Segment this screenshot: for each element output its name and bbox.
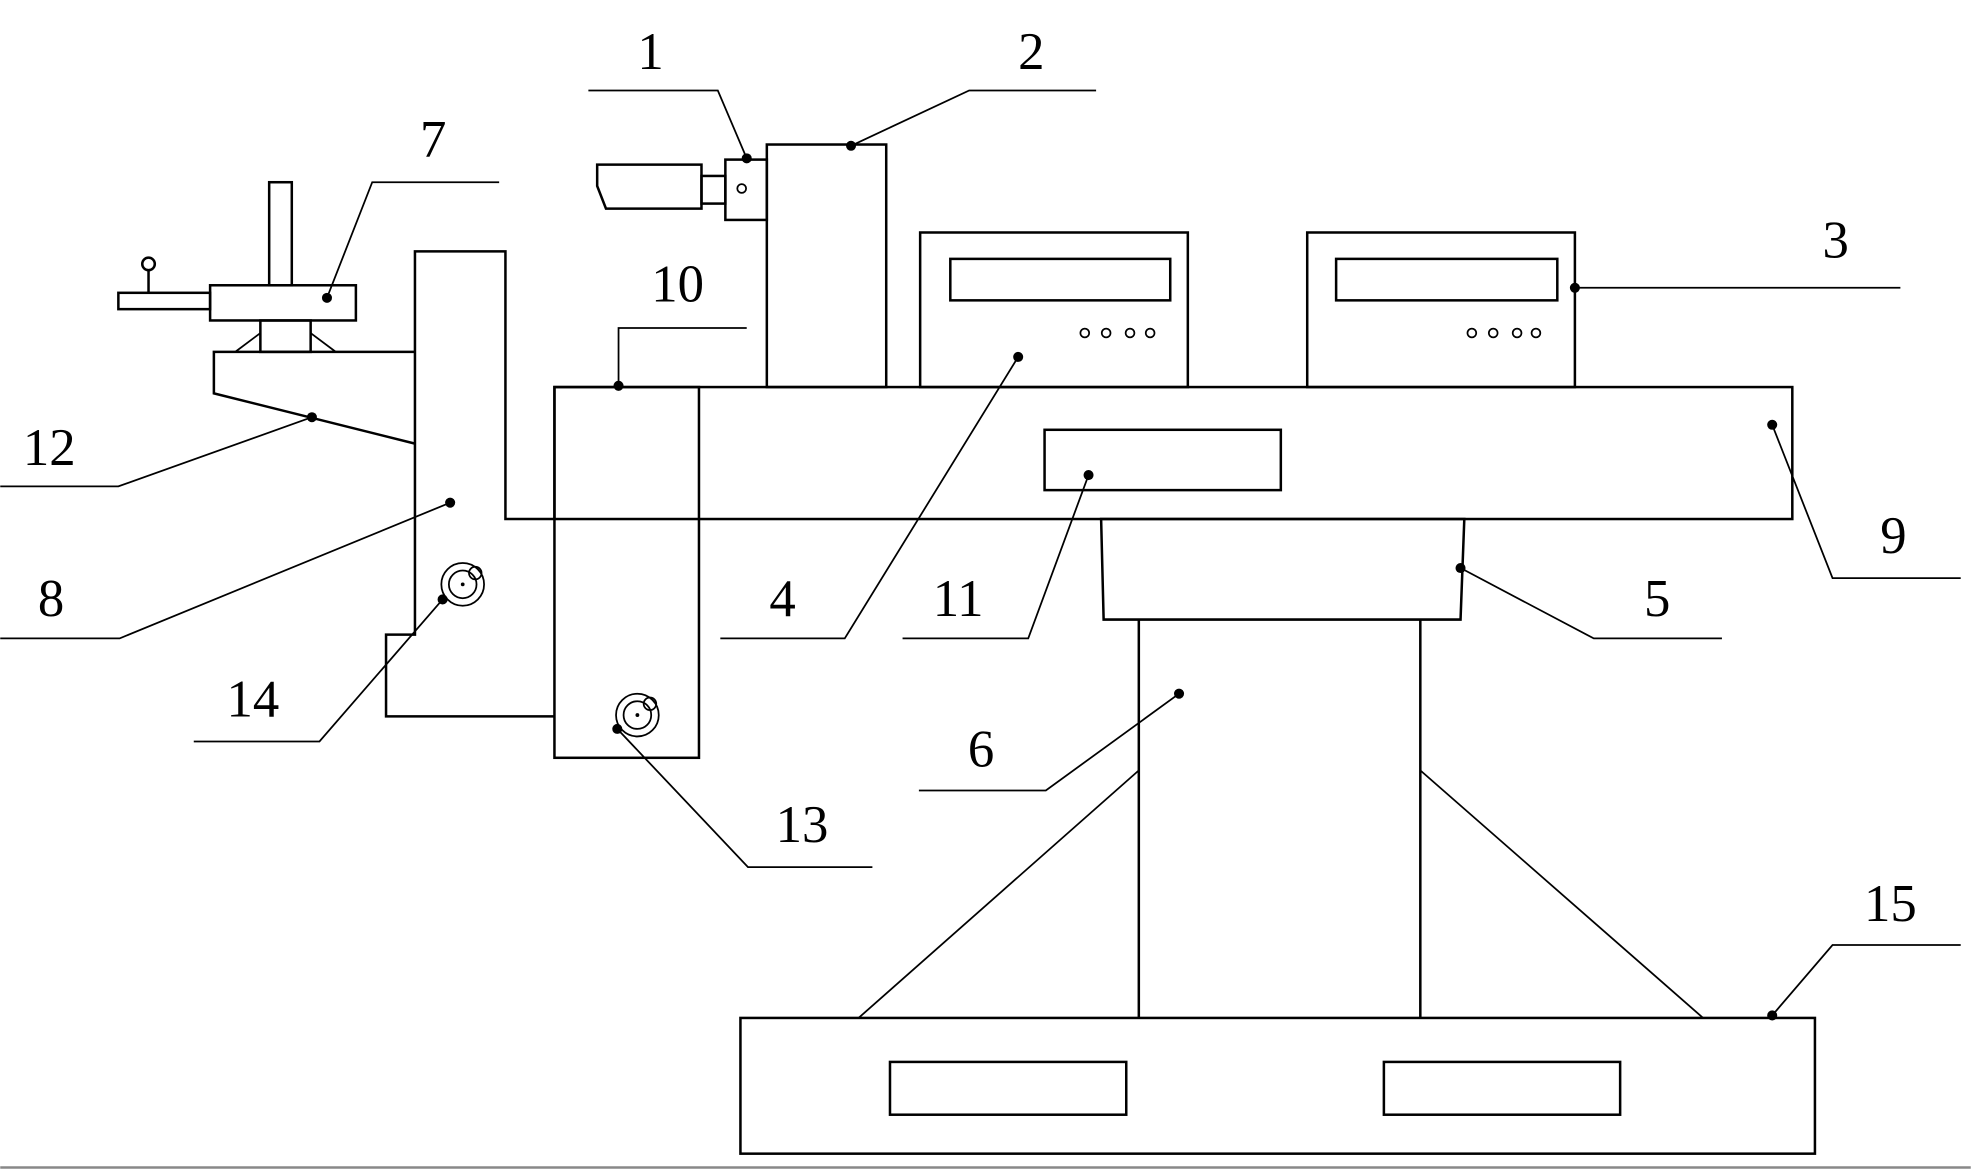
callout-label-14: 14 <box>226 670 279 728</box>
clamp-head <box>117 180 358 354</box>
callout-label-12: 12 <box>23 419 76 477</box>
left-display <box>918 231 1190 389</box>
knob-icon <box>440 562 485 607</box>
callout-label-15: 15 <box>1864 875 1917 933</box>
base <box>739 1016 1817 1155</box>
callout-label-8: 8 <box>38 570 64 628</box>
callout-label-9: 9 <box>1880 507 1906 565</box>
callout-label-13: 13 <box>776 796 829 854</box>
callout-label-4: 4 <box>769 570 795 628</box>
leader-lines <box>0 89 1961 1021</box>
callout-label-6: 6 <box>968 721 994 779</box>
right-display <box>1305 231 1577 389</box>
vertical-post <box>765 143 888 389</box>
column <box>857 619 1704 1019</box>
support-block <box>1099 517 1466 621</box>
camera <box>595 158 769 222</box>
callout-label-7: 7 <box>420 111 446 169</box>
knob-icon <box>615 692 660 738</box>
callout-label-1: 1 <box>637 23 663 81</box>
callout-label-5: 5 <box>1644 570 1670 628</box>
callout-label-10: 10 <box>651 256 704 314</box>
callout-label-3: 3 <box>1822 212 1848 270</box>
callout-label-2: 2 <box>1018 23 1044 81</box>
tray-arm <box>212 350 416 445</box>
horizontal-beam <box>553 385 1794 521</box>
callout-label-11: 11 <box>933 570 984 628</box>
beam-window <box>1043 428 1283 492</box>
slider-block <box>553 385 701 760</box>
side-bracket <box>384 250 555 718</box>
